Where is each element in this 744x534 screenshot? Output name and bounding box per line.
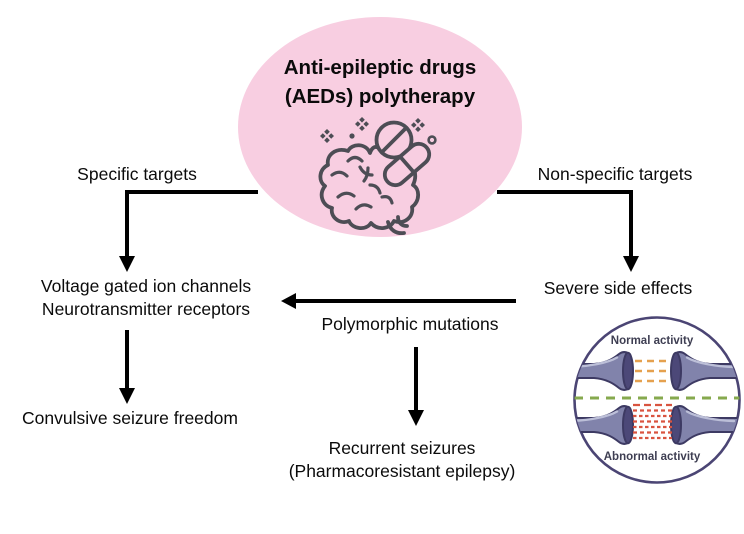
normal-activity-label: Normal activity: [611, 335, 694, 347]
arrow-specific-to-channels: [119, 190, 258, 272]
label-severe-side-effects: Severe side effects: [543, 278, 693, 298]
arrow-mutations-to-channels: [281, 293, 516, 309]
arrow-channels-to-freedom: [119, 330, 135, 404]
label-recurrent-line1: Recurrent seizures: [328, 438, 476, 458]
label-neurotransmitter-receptors: Neurotransmitter receptors: [41, 299, 251, 319]
label-drug-targets: Voltage gated ion channels Neurotransmit…: [41, 275, 251, 321]
arrow-mutations-to-recurrent: [408, 347, 424, 426]
title-line-1: Anti-epileptic drugs: [283, 56, 477, 79]
label-convulsive-seizure-freedom: Convulsive seizure freedom: [22, 408, 238, 428]
label-ion-channels: Voltage gated ion channels: [40, 276, 252, 296]
normal-signal-dashes: [635, 359, 671, 383]
synapse-activity-figure: Normal activity Abnormal activity: [573, 316, 741, 484]
label-polymorphic-mutations: Polymorphic mutations: [321, 314, 499, 334]
brain-with-pills-icon: [318, 117, 437, 236]
label-recurrent-seizures: Recurrent seizures (Pharmacoresistant ep…: [289, 437, 516, 483]
tablet-pill-icon: [374, 120, 414, 160]
label-specific-targets: Specific targets: [77, 164, 197, 184]
abnormal-activity-label: Abnormal activity: [604, 451, 701, 463]
arrow-nonspecific-to-side-effects: [497, 190, 639, 272]
capsule-pill-icon: [382, 141, 432, 188]
label-recurrent-line2: (Pharmacoresistant epilepsy): [288, 461, 516, 481]
sparkle-icons: [320, 117, 437, 145]
title-line-2: (AEDs) polytherapy: [284, 85, 476, 108]
abnormal-signal-dashes: [633, 403, 672, 440]
diagram-title: Anti-epileptic drugs (AEDs) polytherapy: [284, 53, 476, 111]
label-non-specific-targets: Non-specific targets: [537, 164, 693, 184]
